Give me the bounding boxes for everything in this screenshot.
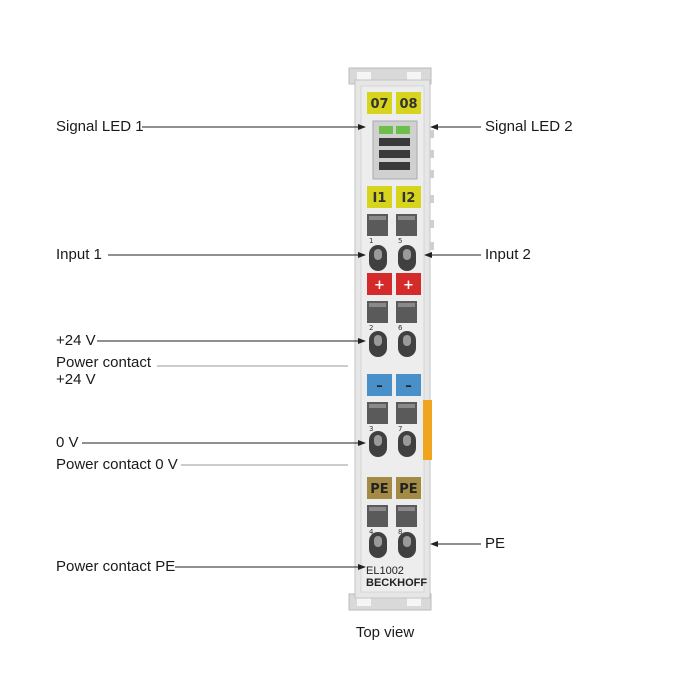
terminal-row-3: 3 7 [367,402,417,457]
terminal-row-4: 4 8 [367,505,417,558]
signal-led-1 [379,126,393,134]
plus-tags: + + [367,273,421,295]
label-input-1: Input 1 [56,246,102,263]
label-pe: PE [485,535,505,552]
signal-led-2 [396,126,410,134]
input-tags: I1 I2 [367,186,421,208]
model-number: EL1002 [366,565,404,577]
plus-sign-2: + [403,278,414,293]
led-code-1: 07 [370,97,388,112]
input-code-2: I2 [402,191,416,206]
label-signal-led-2: Signal LED 2 [485,118,573,135]
led-code-2: 08 [399,97,417,112]
label-power-contact-24v-line1: Power contact [56,354,152,371]
label-input-2: Input 2 [485,246,531,263]
pe-code-2: PE [399,482,417,497]
pin-label: 7 [398,425,402,433]
label-signal-led-1: Signal LED 1 [56,118,144,135]
minus-sign-2: – [405,379,412,394]
power-contact-tab [423,400,432,460]
terminal-row-1: 1 5 [367,214,417,271]
label-power-contact-24v-line2: +24 V [56,371,96,388]
pin-label: 6 [398,324,403,332]
pin-label: 1 [369,237,373,245]
label-plus-24v: +24 V [56,332,96,349]
pe-tags: PE PE [367,477,421,499]
led-code-tags: 07 08 [367,92,421,114]
callout-arrowheads [358,124,438,570]
caption-top-view: Top view [356,624,415,641]
pe-code-1: PE [370,482,388,497]
label-power-contact-0v: Power contact 0 V [56,456,178,473]
label-zero-v: 0 V [56,434,79,451]
input-code-1: I1 [373,191,387,206]
minus-sign-1: – [376,379,383,394]
label-power-contact-pe: Power contact PE [56,558,175,575]
brand-logo: BECKHOFF [366,577,427,589]
terminal-row-2: 2 6 [367,301,417,357]
callout-lines [82,126,481,568]
pin-label: 4 [369,528,374,536]
pin-label: 2 [369,324,373,332]
minus-tags: – – [367,374,421,396]
pin-label: 5 [398,237,402,245]
pin-label: 8 [398,528,402,536]
plus-sign-1: + [374,278,385,293]
led-window [372,120,418,180]
pin-label: 3 [369,425,373,433]
